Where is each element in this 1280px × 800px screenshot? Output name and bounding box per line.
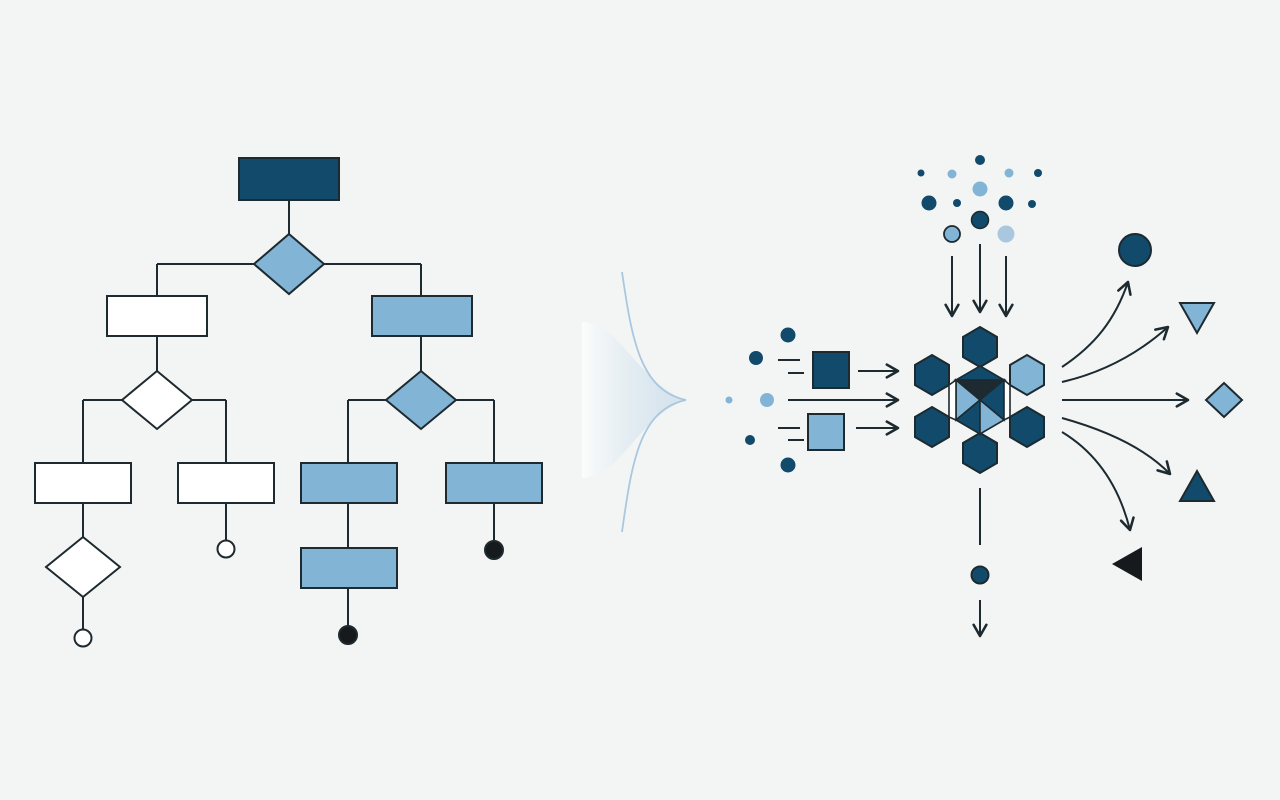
output-triangle-dark: [1178, 468, 1216, 502]
output-arrows: [972, 280, 1190, 638]
terminal-filled-2: [484, 540, 504, 560]
bottom-decision-diamond: [44, 535, 122, 599]
left-process-box: [106, 295, 208, 337]
left-input-arrows: [788, 363, 900, 436]
bottom-process-box: [300, 547, 398, 589]
input-square-dark: [812, 351, 850, 389]
terminal-open-1: [73, 628, 93, 648]
input-square-light: [807, 413, 845, 451]
hex-lower-right: [1009, 405, 1045, 449]
terminal-open-2: [216, 539, 236, 559]
terminal-filled-1: [338, 625, 358, 645]
root-decision-diamond: [252, 232, 326, 296]
right-decision-diamond: [384, 369, 458, 431]
output-triangle-black: [1112, 547, 1142, 581]
leaf-box-3: [300, 462, 398, 504]
transition-curve: [582, 271, 687, 533]
leaf-box-4: [445, 462, 543, 504]
left-input-dots: [725, 327, 796, 473]
top-input-arrows: [944, 244, 1014, 318]
hex-core: [948, 365, 1011, 436]
hex-upper-left: [914, 353, 950, 397]
hex-lower-left: [914, 405, 950, 449]
hex-bottom: [962, 431, 998, 475]
flowchart-tree: [34, 157, 543, 648]
root-process-box: [238, 157, 340, 201]
hex-top: [962, 325, 998, 369]
leaf-box-1: [34, 462, 132, 504]
left-decision-diamond: [120, 369, 194, 431]
hex-upper-right: [1009, 353, 1045, 397]
right-process-box: [371, 295, 473, 337]
top-input-dots: [917, 155, 1042, 243]
leaf-box-2: [177, 462, 275, 504]
hub-network: [725, 155, 1244, 638]
left-speed-lines: [778, 359, 804, 441]
output-bottom-dot: [970, 565, 990, 585]
flowchart-connectors: [82, 200, 495, 629]
output-circle: [1118, 233, 1152, 267]
hex-hub: [914, 325, 1045, 475]
output-diamond: [1204, 381, 1244, 419]
output-triangle-light: [1178, 302, 1216, 336]
